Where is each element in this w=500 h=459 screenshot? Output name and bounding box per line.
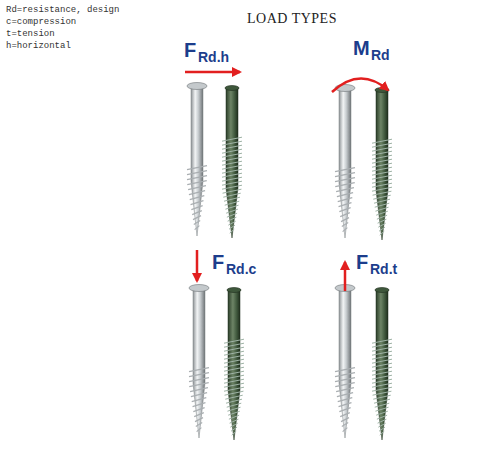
- load-symbol: F: [184, 40, 196, 60]
- load-symbol: F: [356, 252, 368, 272]
- abbreviation-note: h=horizontal: [6, 42, 71, 51]
- abbreviation-note: t=tension: [6, 30, 55, 39]
- tension-load-arrow: [344, 262, 347, 291]
- horizontal-load-arrow: [185, 71, 240, 74]
- load-subscript: Rd: [371, 48, 390, 62]
- coated-screw-pile: [372, 88, 392, 241]
- galvanized-screw-pile: [189, 285, 209, 439]
- load-subscript: Rd.t: [370, 262, 397, 276]
- diagram-title: LOAD TYPES: [247, 12, 337, 26]
- load-subscript: Rd.c: [226, 262, 256, 276]
- moment-arrow: [332, 78, 388, 92]
- abbreviation-note: c=compression: [6, 18, 76, 27]
- galvanized-screw-pile: [335, 85, 355, 239]
- galvanized-screw-pile: [335, 285, 355, 439]
- galvanized-screw-pile: [187, 83, 207, 237]
- coated-screw-pile: [222, 86, 242, 239]
- coated-screw-pile: [372, 288, 392, 441]
- load-symbol: M: [353, 38, 370, 58]
- load-symbol: F: [212, 252, 224, 272]
- compression-load-arrow: [196, 250, 199, 281]
- coated-screw-pile: [224, 288, 244, 441]
- abbreviation-note: Rd=resistance, design: [6, 6, 119, 15]
- load-subscript: Rd.h: [198, 50, 229, 64]
